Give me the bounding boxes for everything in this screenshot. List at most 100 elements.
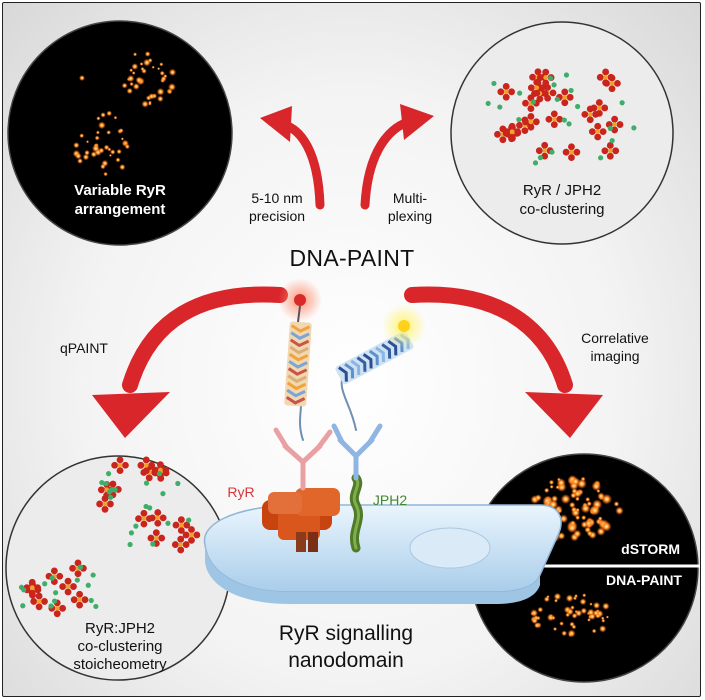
jph2-dot-icon: [566, 121, 572, 127]
label-line: stoicheometry: [73, 656, 167, 673]
localization-dot: [571, 612, 578, 619]
localization-dot: [106, 110, 113, 117]
localization-dot: [79, 133, 85, 139]
localization-dot: [121, 82, 128, 89]
dna-base-pair: [288, 360, 308, 369]
localization-dot: [79, 75, 85, 81]
label-line: Variable RyR: [74, 182, 166, 199]
jph2-dot-icon: [568, 87, 574, 94]
localization-dot: [601, 521, 612, 532]
dna-base-pair: [344, 362, 355, 379]
label-line: arrangement: [74, 200, 166, 218]
panel-stoichiometry: [5, 455, 231, 681]
localization-dot: [554, 598, 558, 603]
localization-dot: [575, 515, 581, 521]
dna-strand-icon: [278, 278, 322, 407]
localization-dot: [575, 496, 580, 502]
localization-dot: [126, 87, 133, 95]
localization-dot: [143, 58, 151, 67]
localization-dot: [537, 606, 544, 613]
membrane-platform: [203, 504, 562, 604]
jph2-dot-icon: [127, 541, 133, 548]
localization-dot: [160, 75, 167, 82]
localization-dot: [151, 65, 155, 69]
ryr-cluster-icon: [148, 509, 167, 527]
localization-dot: [120, 137, 125, 141]
jph2-dot-icon: [93, 603, 99, 610]
dna-base-pair: [375, 346, 385, 362]
localization-dot: [95, 130, 100, 135]
localization-dot: [85, 140, 90, 144]
localization-dot: [551, 615, 556, 620]
localization-dot: [587, 608, 595, 617]
localization-dot: [98, 121, 106, 130]
jph2-dot-icon: [133, 523, 139, 529]
label-ryr: RyR: [227, 484, 255, 500]
localization-dot: [115, 157, 121, 163]
localization-dot: [569, 621, 575, 627]
jph2-dot-icon: [575, 103, 581, 110]
dna-base-pair: [288, 352, 309, 362]
localization-dot: [98, 147, 105, 154]
localization-dot: [584, 526, 592, 534]
bottom-title: RyR signalling nanodomain: [246, 620, 446, 675]
jph2-dot-icon: [491, 80, 497, 87]
localization-dot: [613, 501, 620, 507]
dna-base-pair: [290, 324, 311, 333]
localization-dot: [534, 622, 540, 629]
dna-base-pair: [289, 345, 309, 355]
dna-base-pair: [287, 374, 307, 384]
localization-dot: [559, 621, 564, 626]
localization-dot: [591, 481, 602, 492]
jph2-dot-icon: [631, 125, 637, 131]
jph2-dot-icon: [609, 138, 615, 144]
label-line: imaging: [590, 347, 640, 364]
localization-dot: [168, 83, 176, 91]
localization-dot: [549, 484, 554, 489]
localization-dot: [159, 70, 165, 76]
ryr-protein: [262, 488, 340, 552]
dna-base-pair: [350, 359, 361, 376]
localization-dot: [592, 609, 600, 617]
localization-dot: [553, 592, 562, 601]
jph2-dot-icon: [128, 530, 135, 536]
jph2-dot-icon: [537, 155, 544, 161]
ryr-cluster-icon: [172, 516, 191, 534]
localization-dot: [601, 493, 613, 505]
localization-dot: [582, 593, 587, 598]
localization-dot: [601, 618, 606, 623]
jph2-dot-icon: [49, 575, 55, 581]
jph2-dot-icon: [53, 590, 59, 596]
jph2-dot-icon: [160, 491, 166, 497]
localization-dot: [599, 625, 607, 633]
label-line: nanodomain: [288, 649, 404, 673]
jph2-dot-icon: [77, 564, 84, 570]
localization-dot: [168, 68, 177, 76]
localization-dot: [580, 607, 588, 615]
label-line: RyR:JPH2: [84, 620, 155, 637]
localization-dot: [107, 147, 112, 152]
jph2-dot-icon: [42, 581, 48, 587]
label-qpaint: qPAINT: [60, 340, 108, 356]
dna-base-pair: [286, 381, 307, 391]
localization-dot: [571, 477, 581, 486]
ryr-cluster-icon: [111, 456, 129, 475]
localization-dot: [116, 148, 122, 155]
localization-dot: [566, 607, 574, 616]
localization-dot: [127, 74, 135, 83]
localization-dot: [82, 153, 90, 161]
localization-dot: [131, 63, 139, 70]
jph2-dot-icon: [530, 99, 536, 105]
label-correlative: Correlative imaging: [565, 330, 665, 365]
jph2-dot-icon: [88, 597, 94, 604]
localization-dot: [579, 598, 587, 606]
label-stoichiometry: RyR:JPH2 co-clustering stoicheometry: [50, 620, 190, 674]
dna-base-pair: [287, 367, 308, 376]
localization-dot: [584, 519, 593, 528]
localization-dot: [548, 479, 555, 485]
dna-base-pair: [286, 388, 306, 398]
arrow-correlative: [404, 286, 603, 438]
arrow-multiplexing: [360, 104, 434, 210]
